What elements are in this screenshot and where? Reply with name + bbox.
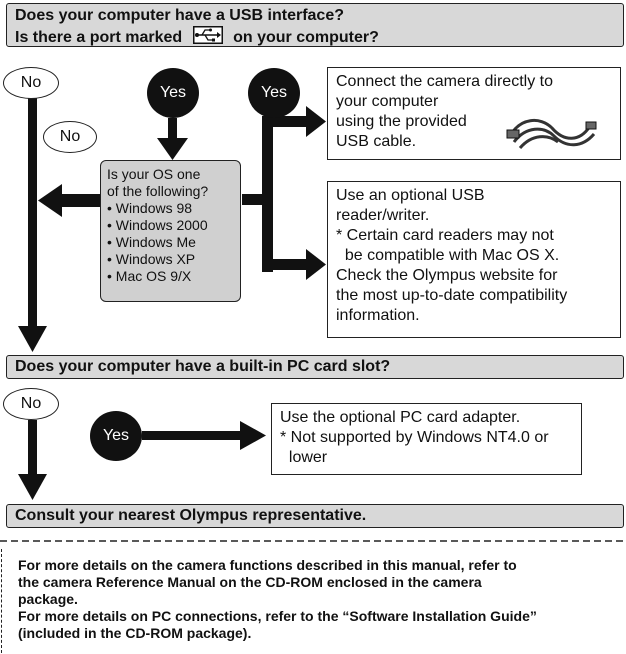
os-box-line: of the following? xyxy=(107,183,209,199)
reader-box-line: be compatible with Mac OS X. xyxy=(336,247,560,264)
os-box-line: • Windows XP xyxy=(107,251,196,267)
os-box-line: • Windows Me xyxy=(107,234,196,250)
consult-representative-bar: Consult your nearest Olympus representat… xyxy=(6,504,624,528)
os-box-line: • Windows 98 xyxy=(107,200,193,216)
usb-question-line2-a: Is there a port marked xyxy=(15,29,183,47)
no-oval-mid: No xyxy=(3,388,59,420)
footnote-line: package. xyxy=(18,591,78,607)
arrow-head-right-3 xyxy=(240,421,266,450)
arrow-head-down-2 xyxy=(18,474,47,500)
footnote-line: (included in the CD-ROM package). xyxy=(18,625,252,641)
no-oval-top: No xyxy=(3,67,59,99)
arrow-head-left xyxy=(38,184,62,217)
footnote-line: the camera Reference Manual on the CD-RO… xyxy=(18,574,482,590)
footnote-line: For more details on PC connections, refe… xyxy=(18,608,537,624)
no-oval-inner-label: No xyxy=(59,128,81,145)
yes-circle-pc-label: Yes xyxy=(102,427,130,444)
arrow-head-down-1 xyxy=(18,326,47,352)
connect-box-line: USB cable. xyxy=(336,133,417,150)
arrow-head-right-2 xyxy=(306,249,326,280)
usb-question-bar: Does your computer have a USB interface?… xyxy=(6,3,624,47)
connect-box-line: your computer xyxy=(336,93,439,110)
footnote-box: For more details on the camera functions… xyxy=(1,549,625,653)
reader-box-line: reader/writer. xyxy=(336,207,430,224)
os-list-box: Is your OS one of the following? • Windo… xyxy=(100,160,241,302)
footnote-line: For more details on the camera functions… xyxy=(18,557,517,573)
reader-box-line: information. xyxy=(336,307,420,324)
os-box-line: • Mac OS 9/X xyxy=(107,268,192,284)
pc-box-line: lower xyxy=(280,449,328,466)
pc-card-question-text: Does your computer have a built-in PC ca… xyxy=(15,358,391,375)
connect-box-line: using the provided xyxy=(336,113,467,130)
reader-box-line: the most up-to-date compatibility xyxy=(336,287,568,304)
pc-card-question-bar: Does your computer have a built-in PC ca… xyxy=(6,355,624,379)
arrow-head-yes-down xyxy=(157,138,188,160)
pc-box-line: Use the optional PC card adapter. xyxy=(280,409,521,426)
yes-circle-pc: Yes xyxy=(90,411,142,461)
arrow-no-to-pc-question xyxy=(28,98,37,330)
yes-circle-os: Yes xyxy=(147,68,199,118)
usb-port-icon xyxy=(192,26,223,50)
pc-card-adapter-box: Use the optional PC card adapter. * Not … xyxy=(271,403,582,475)
reader-box-line: Check the Olympus website for xyxy=(336,267,558,284)
connect-box-line: Connect the camera directly to xyxy=(336,73,553,90)
usb-question-line2: Is there a port marked on your computer? xyxy=(15,26,615,50)
os-box-line: • Windows 2000 xyxy=(107,217,208,233)
usb-question-line2-b: on your computer? xyxy=(233,29,379,47)
usb-cable-icon xyxy=(506,112,598,162)
card-reader-box: Use an optional USB reader/writer. * Cer… xyxy=(327,181,621,338)
os-box-line: Is your OS one xyxy=(107,166,201,182)
reader-box-line: * Certain card readers may not xyxy=(336,227,554,244)
usb-question-line1: Does your computer have a USB interface? xyxy=(15,7,344,24)
arrow-head-right-1 xyxy=(306,106,326,137)
reader-box-line: Use an optional USB xyxy=(336,187,485,204)
yes-circle-usb: Yes xyxy=(248,68,300,118)
yes-circle-usb-label: Yes xyxy=(260,84,288,101)
no-oval-inner: No xyxy=(43,121,97,153)
no-oval-mid-label: No xyxy=(20,395,42,412)
yes-circle-os-label: Yes xyxy=(159,84,187,101)
connect-usb-box: Connect the camera directly to your comp… xyxy=(327,67,621,160)
pc-box-line: * Not supported by Windows NT4.0 or xyxy=(280,429,549,446)
no-oval-top-label: No xyxy=(20,74,42,91)
consult-representative-text: Consult your nearest Olympus representat… xyxy=(15,507,367,524)
